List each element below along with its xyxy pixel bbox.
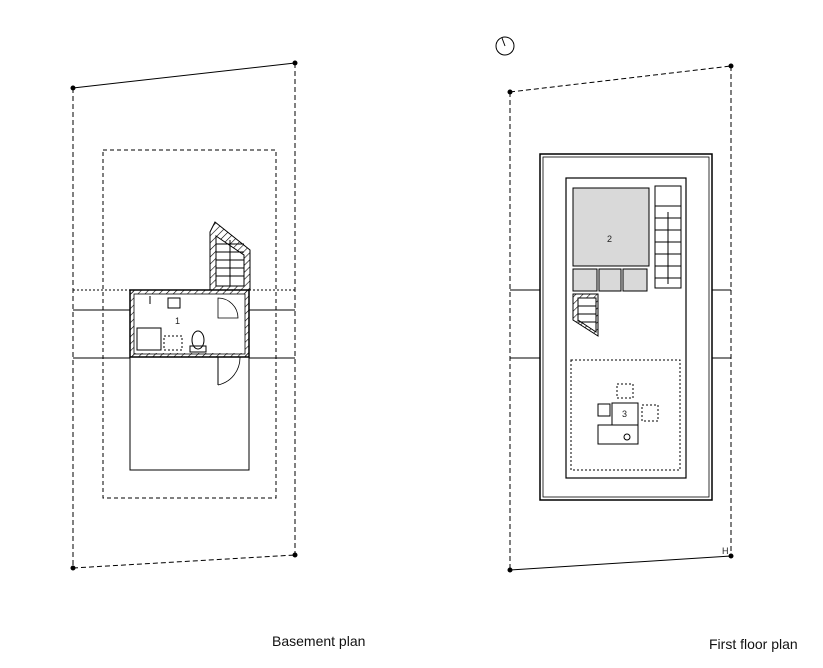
basement-band-lines — [73, 289, 295, 359]
first-floor-plan-caption: First floor plan — [709, 636, 798, 652]
first-band-lines — [510, 289, 731, 359]
basement-plan: 1 — [70, 60, 298, 571]
first-cabinets — [572, 268, 648, 292]
first-site-boundary — [507, 63, 734, 573]
first-room-2-label: 2 — [607, 234, 612, 244]
basement-fixtures — [136, 296, 207, 353]
first-stair-right — [654, 185, 682, 289]
north-arrow-icon — [495, 36, 515, 56]
basement-doors — [217, 297, 241, 386]
basement-stair — [209, 221, 251, 291]
basement-site-boundary — [70, 60, 298, 571]
first-room-3 — [570, 359, 681, 471]
basement-plan-caption: Basement plan — [272, 633, 366, 649]
basement-dashed-outline — [102, 149, 277, 499]
corner-mark: H — [722, 546, 729, 556]
basement-room-label: 1 — [175, 316, 180, 326]
first-stair-left — [572, 293, 599, 337]
first-inner-walls — [565, 177, 687, 479]
first-room-3-furniture — [597, 383, 659, 445]
basement-lower-area — [129, 356, 250, 471]
first-room-3-label: 3 — [622, 409, 627, 419]
first-floor-plan: 2 3 H — [495, 36, 734, 573]
first-room-2 — [572, 187, 650, 267]
basement-room-walls — [129, 289, 250, 358]
first-outer-slab — [539, 153, 713, 501]
